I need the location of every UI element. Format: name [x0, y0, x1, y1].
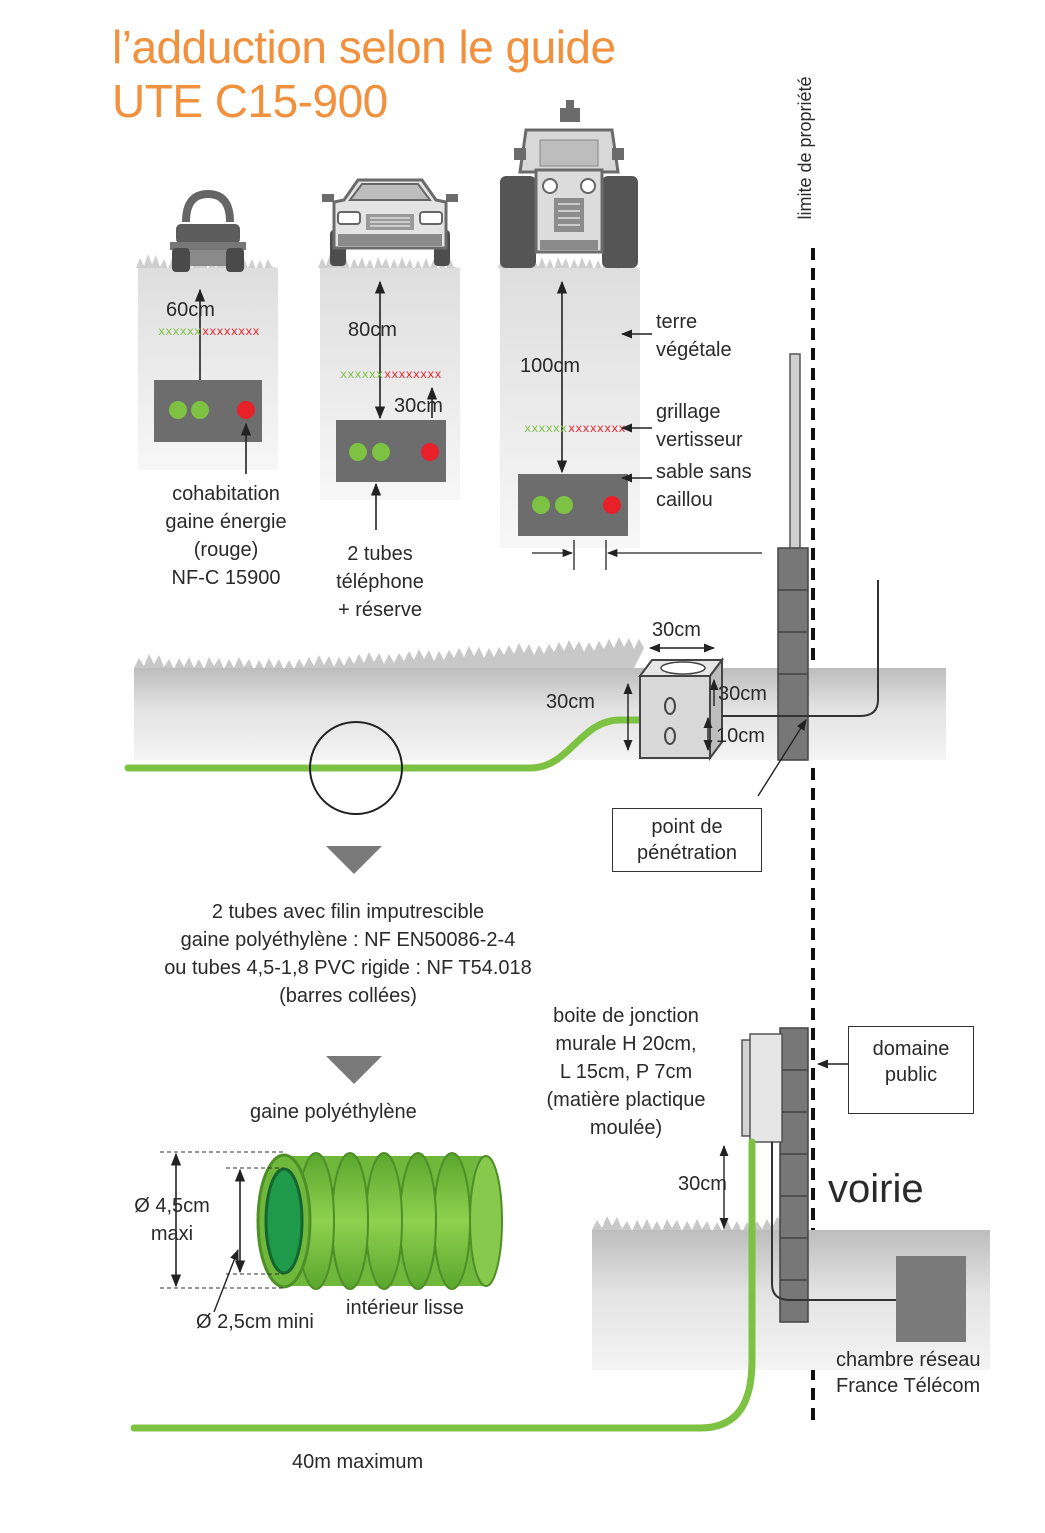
road-label: voirie — [828, 1167, 924, 1211]
red-conduit-icon — [237, 401, 255, 419]
green-conduit-icon — [555, 496, 573, 514]
depth-label-60: 60cm — [166, 299, 215, 321]
two-tubes-label-1: 2 tubes — [347, 543, 413, 565]
warning-mesh-red: xxxxxxxx — [202, 325, 260, 339]
property-limit-label: limite de propriété — [795, 76, 815, 220]
tractor-icon — [500, 100, 638, 268]
green-conduit-icon — [349, 443, 367, 461]
detail-circle — [309, 721, 403, 815]
sand-label-2: caillou — [656, 489, 713, 511]
mesh-label-2: vertisseur — [656, 429, 743, 451]
mesh-label-1: grillage — [656, 401, 721, 423]
public-domain-label-1: domaine — [872, 1038, 950, 1060]
green-conduit-bottom — [130, 1138, 756, 1432]
junction-box — [741, 1033, 783, 1143]
topsoil-label-2: végétale — [656, 339, 732, 361]
warning-mesh-green: xxxxxx — [340, 368, 383, 382]
tube-spec-line-2: gaine polyéthylène : NF EN50086-2-4 — [180, 929, 516, 951]
depth-label-80: 80cm — [348, 319, 397, 341]
junction-box-line-5: moulée) — [589, 1117, 663, 1139]
cohabitation-label-4: NF-C 15900 — [171, 567, 281, 589]
network-chamber — [896, 1256, 966, 1342]
topsoil-label-1: terre — [656, 311, 698, 333]
lawn-mower-icon — [170, 189, 246, 272]
warning-mesh-green: xxxxxx — [158, 325, 201, 339]
spacing-label-30: 30cm — [394, 395, 443, 417]
junction-box-line-1: boite de jonction — [553, 1005, 699, 1027]
corrugated-sheath — [256, 1152, 503, 1290]
pointer-inner-diameter — [213, 1248, 239, 1313]
junction-box-line-4: (matière plactique — [546, 1089, 706, 1111]
max-length-label: 40m maximum — [292, 1451, 424, 1473]
penetration-point-box: point de pénétration — [612, 808, 762, 872]
house-cable — [722, 580, 879, 717]
inner-diameter-label: Ø 2,5cm mini — [196, 1311, 314, 1333]
pull-box — [638, 657, 724, 761]
junction-box-line-2: murale H 20cm, — [555, 1033, 697, 1055]
sand-label-1: sable sans — [656, 461, 752, 483]
green-conduit-icon — [191, 401, 209, 419]
pointer-penetration — [757, 719, 807, 797]
warning-mesh-green: xxxxxx — [524, 422, 567, 436]
title-line-1: l’adduction selon le guide — [112, 21, 616, 73]
tube-spec-line-3: ou tubes 4,5-1,8 PVC rigide : NF T54.018 — [164, 957, 532, 979]
green-conduit-icon — [372, 443, 390, 461]
box-side-label-30: 30cm — [718, 683, 767, 705]
penetration-label-1: point de — [651, 816, 723, 838]
two-tubes-label-3: + réserve — [338, 599, 422, 621]
down-arrow-icon — [326, 846, 382, 874]
tube-spec-line-1: 2 tubes avec filin imputrescible — [211, 901, 485, 923]
cohabitation-label-1: cohabitation — [172, 483, 280, 505]
box-height-label: 30cm — [546, 691, 595, 713]
green-conduit-icon — [169, 401, 187, 419]
network-chamber-label-2: France Télécom — [836, 1375, 981, 1397]
car-icon — [322, 178, 458, 266]
outer-diameter-label-2: maxi — [150, 1223, 194, 1245]
junction-box-line-3: L 15cm, P 7cm — [559, 1061, 693, 1083]
facade-wall-bottom — [779, 1027, 809, 1323]
smooth-inside-label: intérieur lisse — [346, 1297, 464, 1319]
green-conduit-icon — [532, 496, 550, 514]
down-arrow-icon — [326, 1056, 382, 1084]
box-side-label-10: 10cm — [716, 725, 765, 747]
cohabitation-label-2: gaine énergie — [165, 511, 287, 533]
green-conduit-middle — [124, 716, 650, 772]
warning-mesh-red: xxxxxxxx — [568, 422, 626, 436]
tube-spec-line-4: (barres collées) — [279, 985, 417, 1007]
sheath-label: gaine polyéthylène — [250, 1101, 417, 1123]
red-conduit-icon — [603, 496, 621, 514]
chamber-cable — [771, 1142, 900, 1301]
box-width-label: 30cm — [652, 619, 701, 641]
cohabitation-label-3: (rouge) — [193, 539, 259, 561]
two-tubes-label-2: téléphone — [336, 571, 424, 593]
warning-mesh-red: xxxxxxxx — [384, 368, 442, 382]
outer-diameter-label-1: Ø 4,5cm — [134, 1195, 210, 1217]
depth-label-100: 100cm — [520, 355, 581, 377]
title-line-2: UTE C15-900 — [112, 75, 388, 127]
ground-section-middle — [134, 637, 946, 760]
height-30-label: 30cm — [678, 1173, 727, 1195]
penetration-label-2: pénétration — [636, 842, 738, 864]
network-chamber-label-1: chambre réseau — [836, 1349, 981, 1371]
public-domain-label-2: public — [884, 1064, 938, 1086]
red-conduit-icon — [421, 443, 439, 461]
public-domain-box: domaine public — [848, 1026, 974, 1114]
facade-wall — [777, 353, 809, 761]
